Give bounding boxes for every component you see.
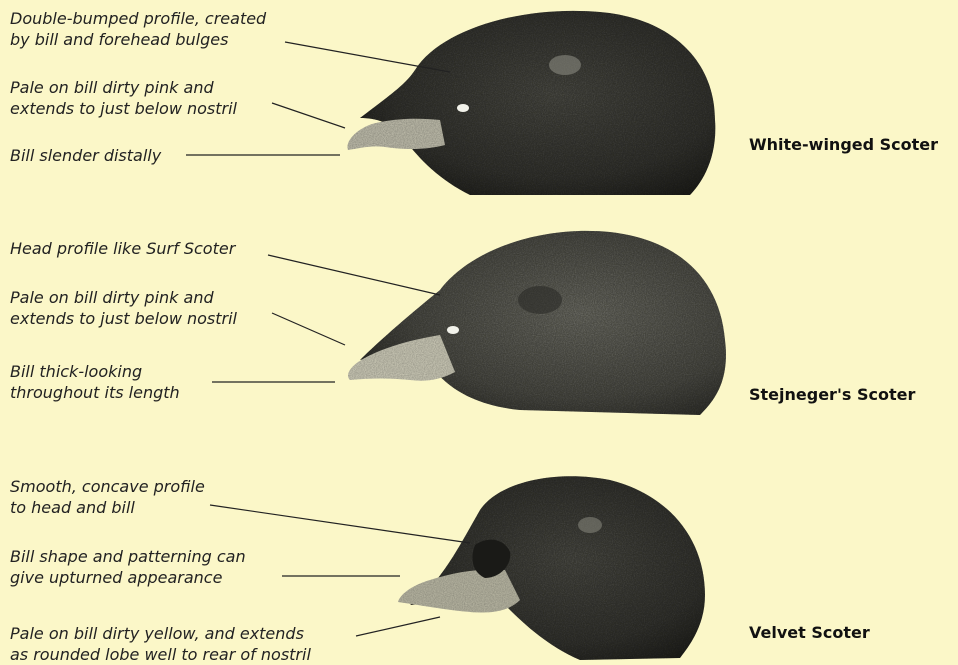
- annotation-bill-pale: Pale on bill dirty pink and extends to j…: [10, 77, 237, 119]
- eye-icon: [457, 104, 469, 112]
- eye-patch: [549, 55, 581, 75]
- face-patch: [518, 286, 562, 314]
- species-name-velvet-scoter: Velvet Scoter: [749, 623, 870, 642]
- bill-texture: [347, 119, 445, 150]
- annotation-profile: Double-bumped profile, created by bill a…: [10, 8, 266, 50]
- head-shape-texture: [360, 231, 726, 415]
- stejnegers-scoter-head: [348, 231, 726, 415]
- annotation-bill-shape: Bill thick-looking throughout its length: [10, 361, 180, 403]
- velvet-scoter-head: [398, 476, 705, 660]
- annotation-bill-shape: Bill slender distally: [10, 145, 161, 166]
- pointer-line: [285, 42, 450, 72]
- annotation-profile: Head profile like Surf Scoter: [10, 238, 235, 259]
- pointer-line: [272, 313, 345, 345]
- head-shape-texture: [410, 476, 705, 660]
- species-name-white-winged-scoter: White-winged Scoter: [749, 135, 938, 154]
- annotation-bill-pale: Pale on bill dirty yellow, and extends a…: [10, 623, 311, 665]
- bill-texture: [398, 569, 520, 612]
- pointer-line: [272, 103, 345, 128]
- annotation-bill-shape: Bill shape and patterning can give uptur…: [10, 546, 246, 588]
- annotation-bill-pale: Pale on bill dirty pink and extends to j…: [10, 287, 237, 329]
- pointer-line: [268, 255, 440, 295]
- eye-patch: [578, 517, 602, 533]
- species-name-stejnegers-scoter: Stejneger's Scoter: [749, 385, 915, 404]
- pointer-line: [356, 617, 440, 636]
- white-winged-scoter-head: [347, 11, 715, 195]
- pointer-line: [210, 505, 470, 543]
- annotation-profile: Smooth, concave profile to head and bill: [10, 476, 205, 518]
- head-shape-texture: [360, 11, 715, 195]
- eye-icon: [447, 326, 459, 334]
